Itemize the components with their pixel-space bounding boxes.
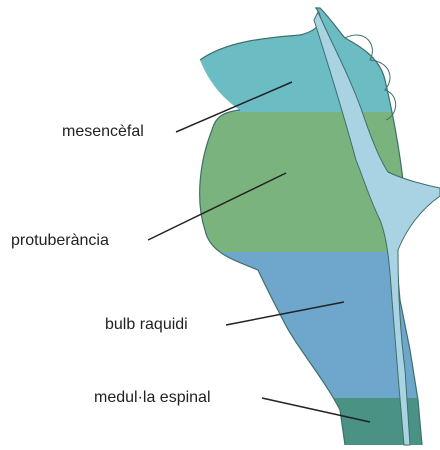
region-mesencefal	[150, 0, 440, 112]
label-mesencefal: mesencèfal	[62, 124, 144, 140]
label-protuberancia: protuberància	[11, 233, 109, 249]
label-medula-espinal: medul·la espinal	[94, 390, 211, 406]
label-bulb-raquidi: bulb raquidi	[105, 317, 188, 333]
